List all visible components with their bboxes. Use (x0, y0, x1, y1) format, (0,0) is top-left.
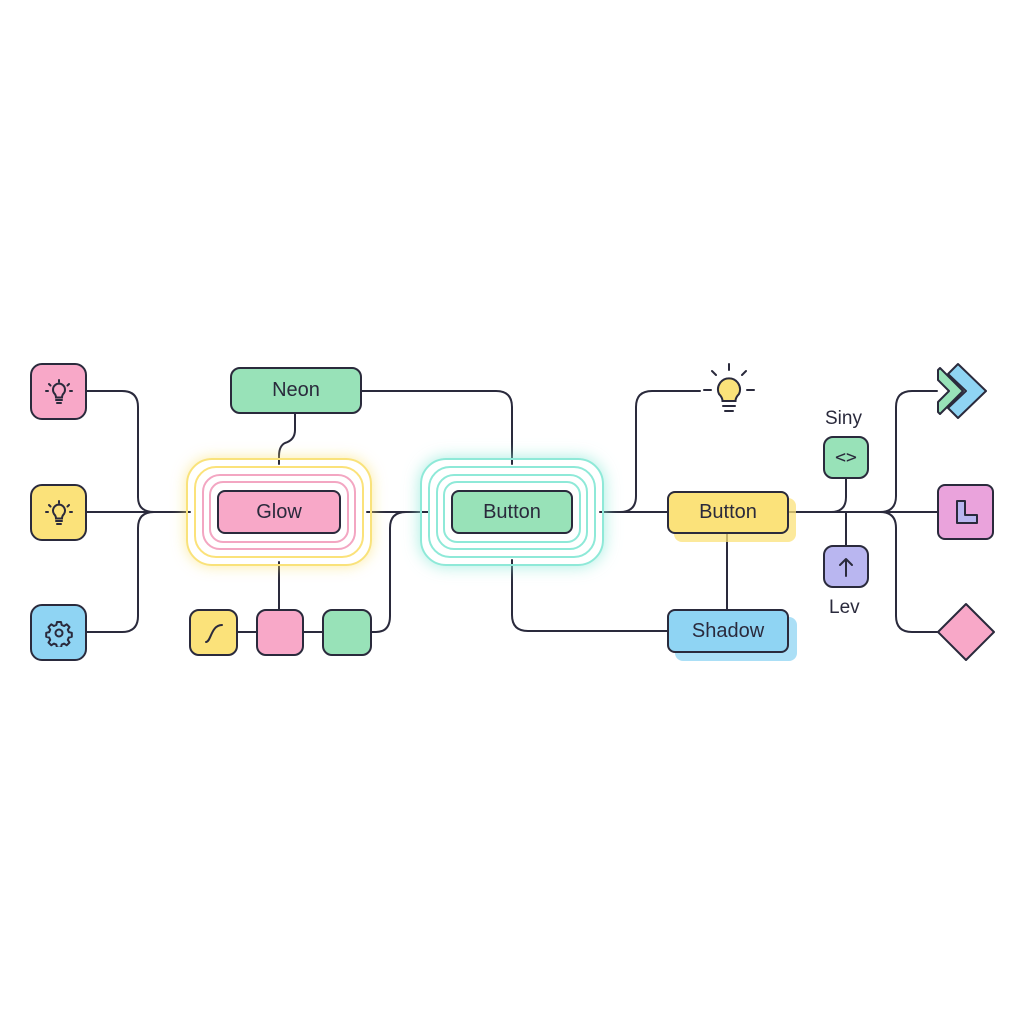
curve-tile-yellow[interactable] (189, 609, 238, 656)
tile-pink[interactable] (256, 609, 304, 656)
l-shape-icon (955, 500, 978, 524)
center-button-label: Button (483, 500, 541, 523)
glow-label: Glow (256, 500, 302, 523)
code-tile[interactable]: <> (823, 436, 869, 479)
right-button-label: Button (699, 501, 757, 523)
glow-node[interactable]: Glow (217, 490, 341, 534)
arrow-up-tile[interactable] (823, 545, 869, 588)
tile-green[interactable] (322, 609, 372, 656)
shadow-label: Shadow (691, 619, 765, 642)
lightbulb-icon (44, 378, 73, 404)
center-button-node[interactable]: Button (451, 490, 573, 534)
shadow-node[interactable]: Shadow (667, 609, 789, 653)
lightbulb-tile-yellow[interactable] (30, 484, 87, 541)
gear-icon (44, 620, 73, 647)
double-chevron-right-icon[interactable] (936, 362, 998, 420)
curve-icon (204, 623, 223, 643)
lev-label: Lev (829, 597, 860, 618)
siny-label: Siny (825, 408, 862, 429)
diamond-icon[interactable] (935, 601, 997, 663)
lightbulb-icon (703, 363, 755, 412)
right-button-node[interactable]: Button (667, 491, 789, 534)
arrow-up-icon (839, 557, 853, 577)
neon-node[interactable]: Neon (230, 367, 362, 414)
code-brackets-icon: <> (835, 447, 857, 468)
corner-tile[interactable] (937, 484, 994, 540)
lightbulb-tile-pink[interactable] (30, 363, 87, 420)
gear-tile-blue[interactable] (30, 604, 87, 661)
neon-label: Neon (272, 379, 320, 401)
lightbulb-icon (44, 499, 73, 525)
